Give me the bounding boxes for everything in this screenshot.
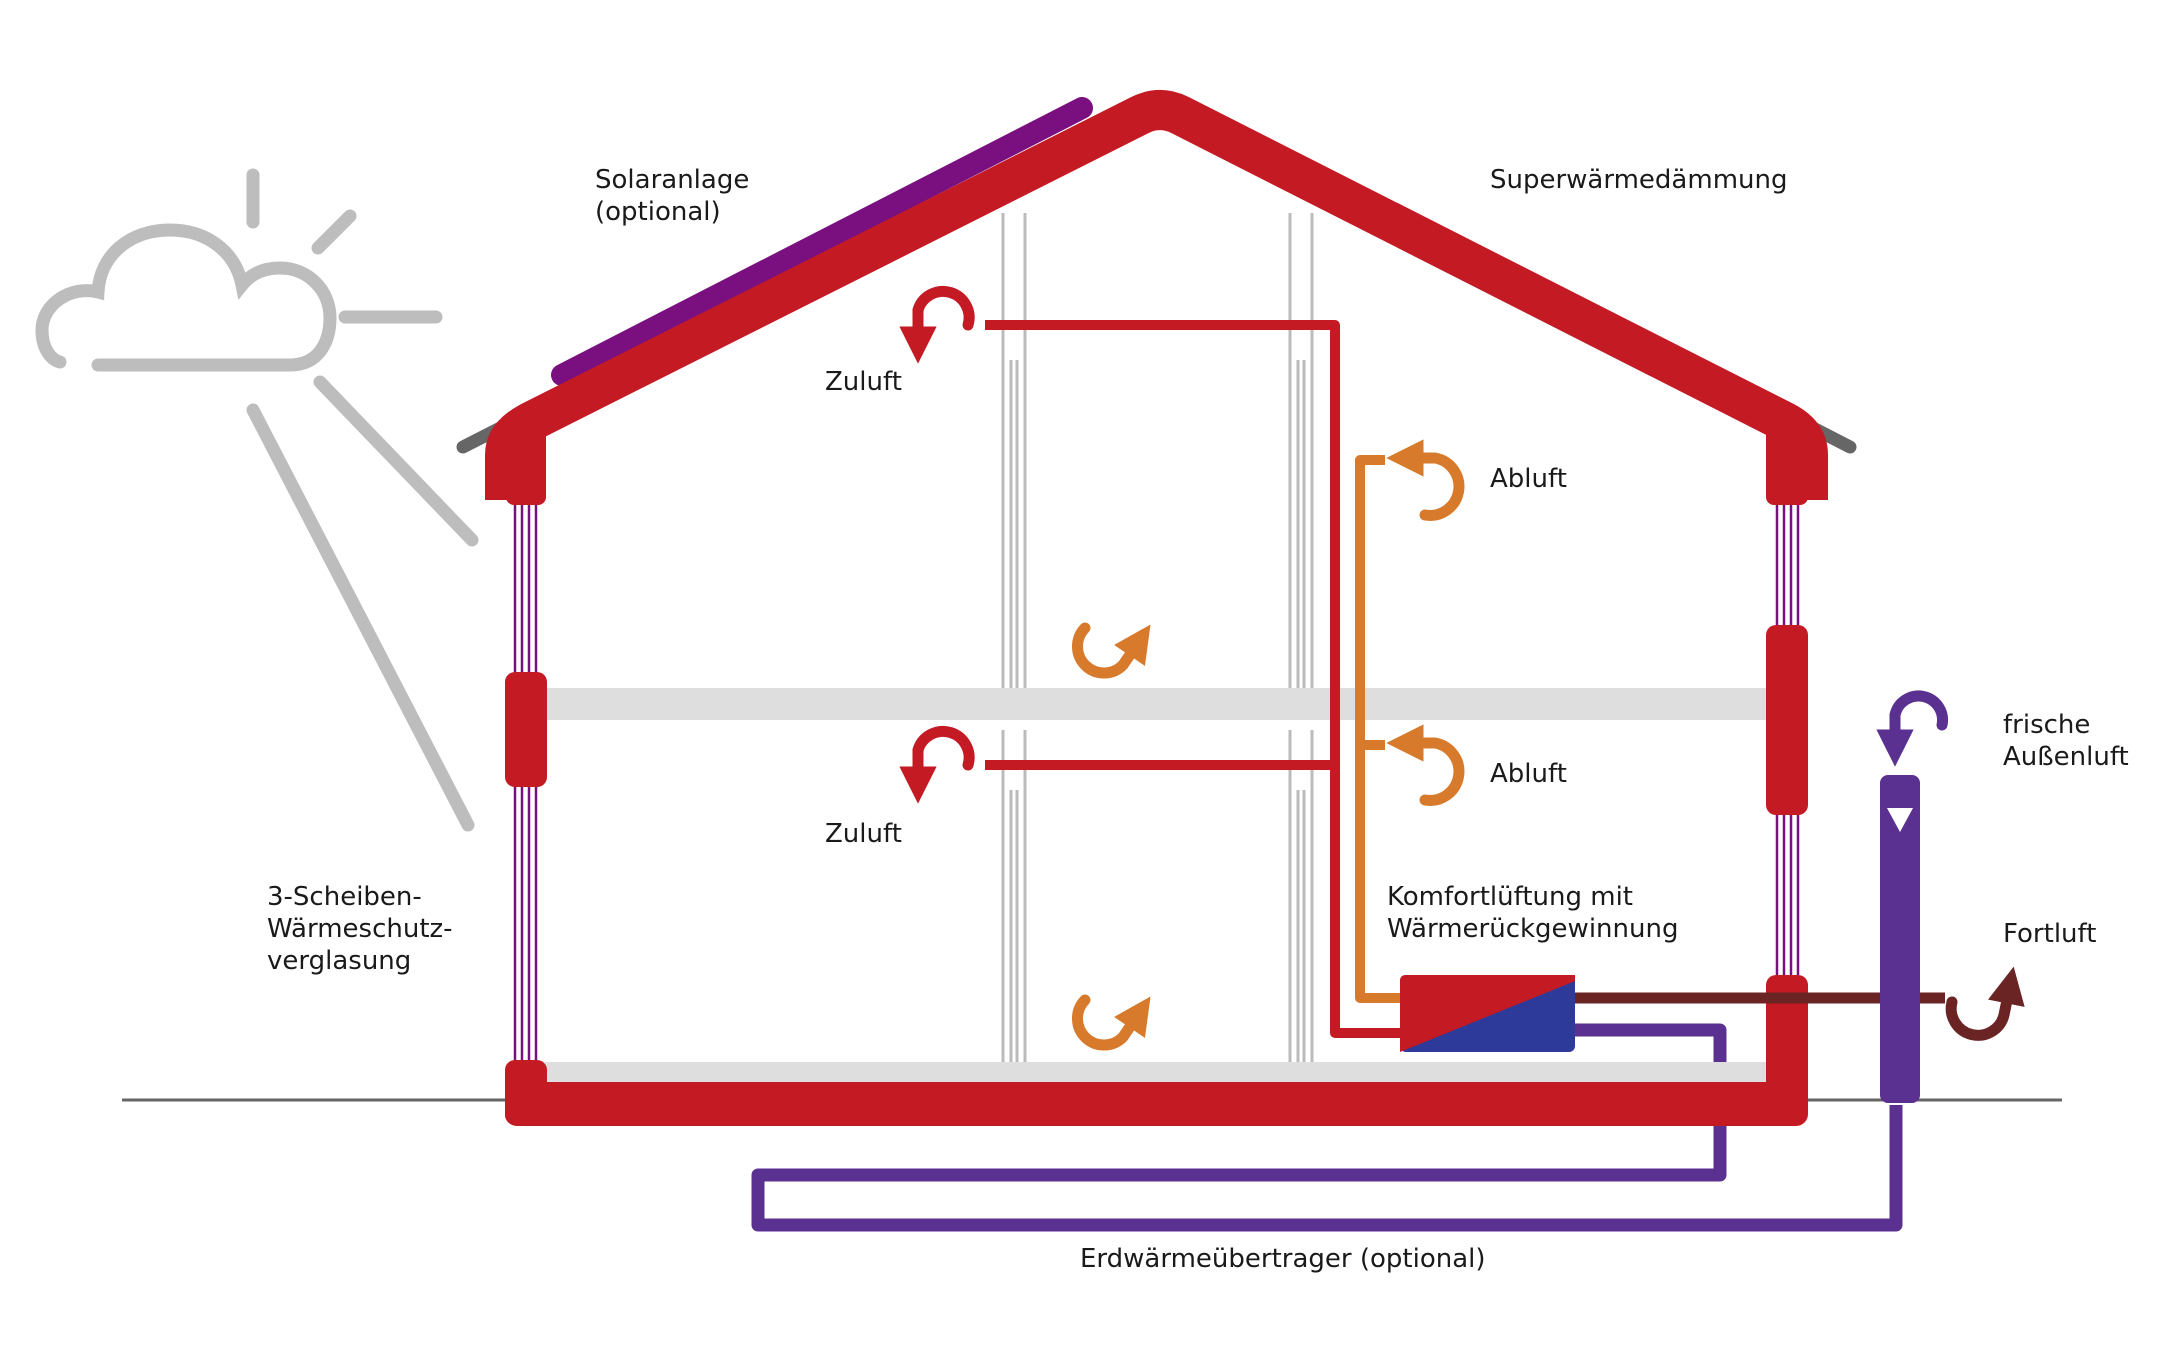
roof-covering [456, 93, 1857, 454]
fresh-air-label-line2: Außenluft [2003, 742, 2129, 772]
glazing-label-line3: verglasung [267, 946, 411, 976]
supply-air-label-upper: Zuluft [825, 367, 902, 397]
glazing-label-line1: 3-Scheiben- [267, 882, 422, 912]
glazing-label-line2: Wärmeschutz- [267, 914, 453, 944]
heat-recovery-unit-icon [1400, 975, 1575, 1052]
supply-air-arrow-lower-icon [899, 725, 975, 804]
ventilation-label-line2: Wärmerückgewinnung [1387, 914, 1678, 944]
ground-heat-exchanger-pipe [751, 1023, 1903, 1232]
insulation-label: Superwärmedämmung [1490, 165, 1787, 195]
ground-exchanger-label: Erdwärmeübertrager (optional) [1080, 1244, 1486, 1274]
ceiling-slab [545, 688, 1770, 720]
exhaust-air-label-lower: Abluft [1490, 759, 1567, 789]
exhaust-air-ducts [1355, 455, 1400, 1003]
supply-air-ducts [985, 320, 1400, 1038]
solar-panel [551, 97, 1093, 386]
exhaust-air-label-upper: Abluft [1490, 464, 1567, 494]
triple-glazing-windows [513, 505, 1800, 1065]
ground-floor-slab [545, 1062, 1770, 1084]
exhaust-air-arrow-upper-icon [1386, 439, 1465, 521]
super-insulation-envelope [485, 90, 1828, 1126]
fresh-air-arrow-icon [1876, 690, 1948, 767]
air-circulation-arrow-lower-icon [1071, 994, 1151, 1051]
fresh-air-label-line1: frische [2003, 710, 2090, 740]
solar-label-line1: Solaranlage [595, 165, 749, 195]
fresh-air-intake-tower [1880, 775, 1920, 1103]
supply-air-arrow-upper-icon [899, 285, 975, 364]
outgoing-air-arrow-icon [1945, 966, 2025, 1041]
ventilation-label-line1: Komfortlüftung mit [1387, 882, 1633, 912]
supply-air-label-lower: Zuluft [825, 819, 902, 849]
solar-label-line2: (optional) [595, 197, 721, 227]
exhaust-air-arrow-lower-icon [1386, 724, 1465, 806]
air-circulation-arrow-upper-icon [1071, 622, 1151, 679]
sun-cloud-icon [35, 168, 479, 832]
interior-walls [1001, 213, 1314, 1062]
outgoing-air-label: Fortluft [2003, 919, 2096, 949]
